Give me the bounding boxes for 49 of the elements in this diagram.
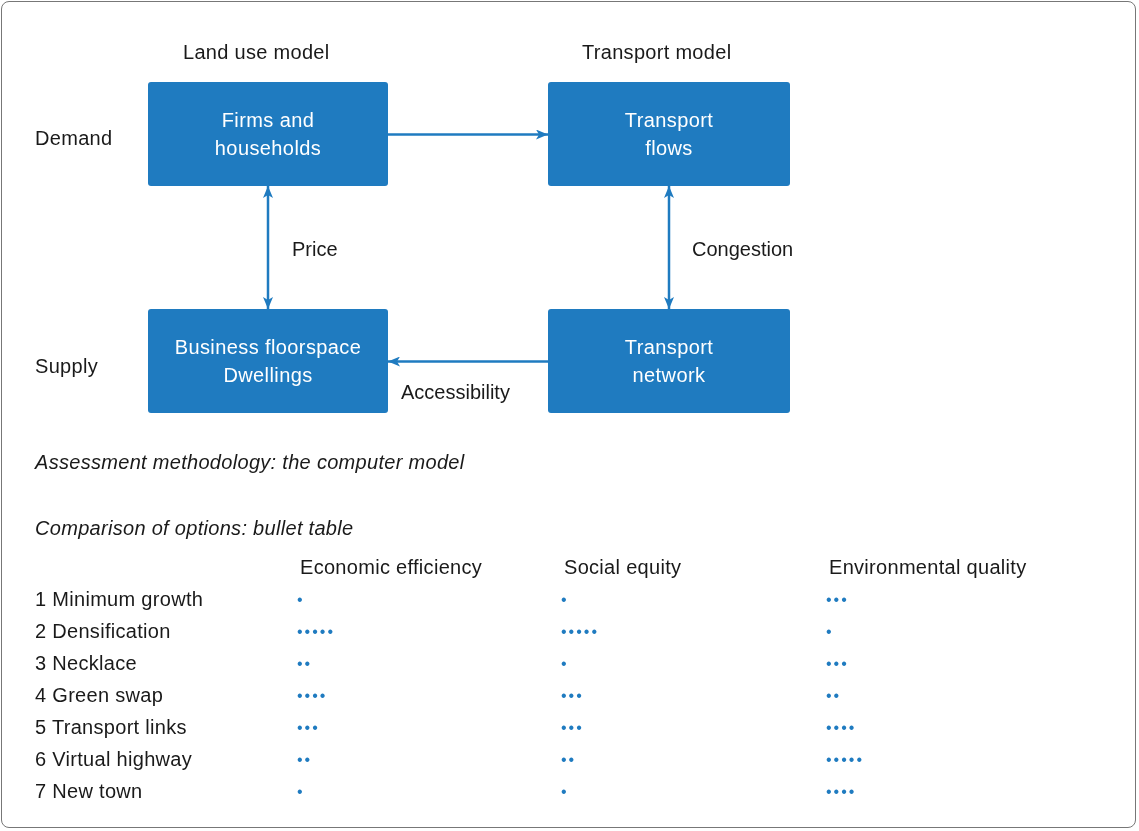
arrow xyxy=(388,356,548,367)
box-text: Transport network xyxy=(623,335,715,388)
column-header: Social equity xyxy=(564,555,682,579)
row-label: 4 Green swap xyxy=(35,683,164,707)
arrow xyxy=(388,129,548,140)
rating-dots: •• xyxy=(561,750,577,770)
rating-dots: ••• xyxy=(826,590,849,610)
rating-dots: ••••• xyxy=(826,750,864,770)
rating-dots: •••• xyxy=(826,782,857,802)
process-box xyxy=(548,309,790,413)
box-text: Firms and households xyxy=(213,108,323,161)
rating-dots: ••••• xyxy=(297,622,335,642)
rating-dots: • xyxy=(561,654,569,674)
row-heading: Supply xyxy=(35,354,98,378)
rating-dots: • xyxy=(561,782,569,802)
rating-dots: •••• xyxy=(826,718,857,738)
rating-dots: •• xyxy=(297,654,313,674)
process-box xyxy=(548,82,790,186)
rating-dots: • xyxy=(561,590,569,610)
arrow xyxy=(664,186,674,309)
rating-dots: •• xyxy=(826,686,842,706)
rating-dots: •• xyxy=(297,750,313,770)
row-heading: Demand xyxy=(35,126,113,150)
model-heading: Land use model xyxy=(183,40,330,64)
arrow xyxy=(263,186,273,309)
process-box xyxy=(148,309,388,413)
rating-dots: • xyxy=(297,590,305,610)
row-label: 7 New town xyxy=(35,779,143,803)
column-header: Economic efficiency xyxy=(300,555,483,579)
box-text: Business floorspace Dwellings xyxy=(173,335,363,388)
box-text: Transport flows xyxy=(623,108,715,161)
table-heading: Comparison of options: bullet table xyxy=(35,516,354,540)
rating-dots: • xyxy=(297,782,305,802)
row-label: 5 Transport links xyxy=(35,715,187,739)
row-label: 6 Virtual highway xyxy=(35,747,193,771)
model-heading: Transport model xyxy=(582,40,732,64)
column-header: Environmental quality xyxy=(829,555,1027,579)
rating-dots: ••• xyxy=(297,718,320,738)
row-label: 1 Minimum growth xyxy=(35,587,204,611)
caption: Assessment methodology: the computer model xyxy=(35,450,465,474)
rating-dots: ••••• xyxy=(561,622,599,642)
row-label: 3 Necklace xyxy=(35,651,137,675)
process-box xyxy=(148,82,388,186)
rating-dots: ••• xyxy=(561,686,584,706)
rating-dots: •••• xyxy=(297,686,328,706)
rating-dots: ••• xyxy=(561,718,584,738)
row-label: 2 Densification xyxy=(35,619,171,643)
rating-dots: • xyxy=(826,622,834,642)
rating-dots: ••• xyxy=(826,654,849,674)
